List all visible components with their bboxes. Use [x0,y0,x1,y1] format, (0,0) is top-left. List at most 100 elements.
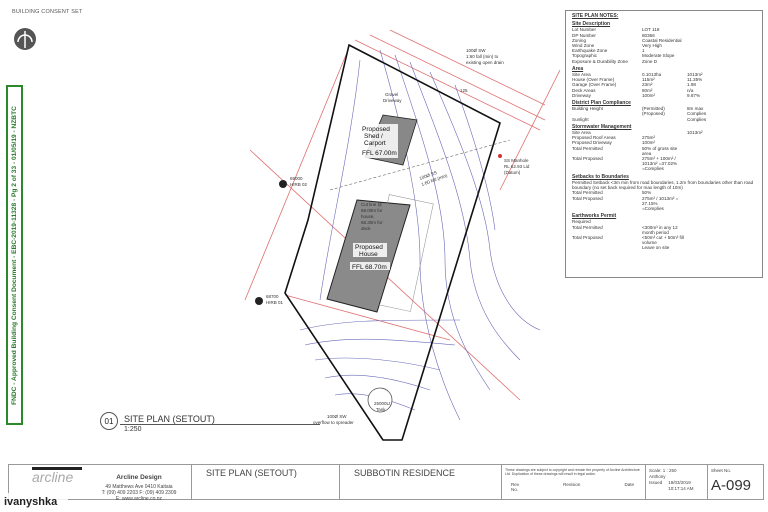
notes-cell: (Proposed) [642,111,665,117]
notes-cell: Moderate Slope [642,53,675,59]
notes-cell [642,117,687,122]
notes-cell: Site Area [572,130,591,136]
title-block: arcline Arcline Design 49 Matthews Ave 0… [8,464,764,502]
view-title-underline [120,424,320,425]
notes-row: =Complies [572,206,756,211]
house-ffl: FFL 68.70m [352,264,387,271]
shed-label: Proposed [362,126,390,133]
notes-row: Leave on site [572,245,756,250]
notes-cell: 1013m² [687,72,703,78]
notes-cell: 275m² [642,135,656,141]
notes-cell: 1.98 [687,82,696,88]
notes-cell: Lot Number [572,27,597,33]
notes-cell: Total Proposed [572,195,603,201]
sw-pipe-drain: existing open drain [466,60,504,65]
notes-cell: Total Proposed [572,234,603,240]
notes-row: Lot Number LOT 118 [572,27,756,32]
notes-cell [687,196,756,206]
hirb-01-level: 68700 [266,294,279,299]
notes-cell: Very High [642,43,662,49]
notes-row: =Complies [572,166,756,171]
sw-overflow-text: overflow to spreader [313,420,354,425]
notes-row: Required [572,219,756,224]
issued-label: Issued [649,480,663,485]
notes-cell: House (Over Frame) [572,77,615,83]
notes-section-heading: Stormwater Management [572,123,632,130]
scale-value: 1 : 250 [662,468,677,473]
notes-cell: LOT 118 [642,27,660,33]
sheet-number: A-099 [711,477,752,494]
notes-cell: Topographic [572,53,598,59]
notes-cell: 23m² [642,82,653,88]
revision-label: Revision [563,482,581,487]
notes-cell [687,156,756,166]
contour-lines [299,49,541,421]
notes-cell: Sunlight [572,116,589,122]
manhole-label: SS Manhole [504,158,529,163]
scale-label: Scale: [649,468,662,473]
notes-cell: 50% of gross site area [642,145,678,156]
issued-time: 10:17:14 AM [668,486,694,491]
notes-cell: Building Height [572,106,603,112]
notes-cell [687,146,756,156]
view-scale: 1:250 [124,426,142,433]
notes-cell: Deck Areas [572,87,596,93]
notes-cell: =Complies [642,205,664,211]
notes-cell: Earthquake Zone [572,48,608,54]
cut-line-note: house, [361,214,375,219]
notes-row: Topographic Moderate Slope [572,53,756,58]
manhole-rl: RL 62.93 Lid [504,164,530,169]
cut-line-note: Cut line @ [361,202,383,207]
ss-pipe-label: 100Ø SS [419,170,438,181]
notes-row: Total Permitted<300m³ in any 12 month pe… [572,225,756,235]
company-fax: F: (09) 409 2309 [139,490,177,496]
notes-row: (Proposed) Complies [572,111,756,116]
manhole-datum: (Datum) [504,170,521,175]
rev-label: Rev [511,482,520,487]
shed-label: Shed / [364,133,383,140]
notes-row: DP Number 80366 [572,33,756,38]
cut-line-note: 68.30m for [361,220,383,225]
notes-row: Total Proposed<50m³ cut + 50m³ fill volu… [572,235,756,245]
drawing-title: SITE PLAN (SETOUT) [191,465,337,499]
notes-section-heading: District Plan Compliance [572,100,631,107]
notes-cell: 0.1013ha [642,72,662,78]
view-number: 01 [100,412,118,430]
tank-label: Tank [376,407,386,412]
notes-cell: Exposure & Durability Zone [572,58,628,64]
notes-cell: Complies [687,111,707,117]
notes-cell [572,245,642,250]
shed-label: Carport [364,140,386,147]
notes-cell: 80366 [642,32,655,38]
notes-cell: 80m² [642,87,653,93]
notes-cell [687,206,756,211]
notes-cell: n/a [687,87,694,93]
driveway-label: Driveway [383,98,402,103]
notes-cell [687,225,756,235]
notes-cell: DP Number [572,32,596,38]
tank-symbol [367,387,393,413]
notes-cell: Leave on site [642,245,670,251]
notes-cell: (Permitted) [642,106,665,112]
site-boundary [284,43,501,441]
cut-line-note: deck [361,226,371,231]
notes-cell [687,235,756,245]
notes-section-heading: Area [572,65,584,72]
logo-text: arcline [32,469,74,485]
notes-row: Deck Areas 80m² n/a [572,88,756,93]
notes-cell: 115m² [642,77,655,83]
sheet-label: Sheet No. [711,468,732,473]
issued-date: 18/03/2019 [668,480,691,485]
notes-cell: 100m² [642,140,656,146]
notes-cell: Proposed Roof Areas [572,135,616,141]
notes-paragraph: Permitted Setback <3m min from road boun… [572,179,754,191]
